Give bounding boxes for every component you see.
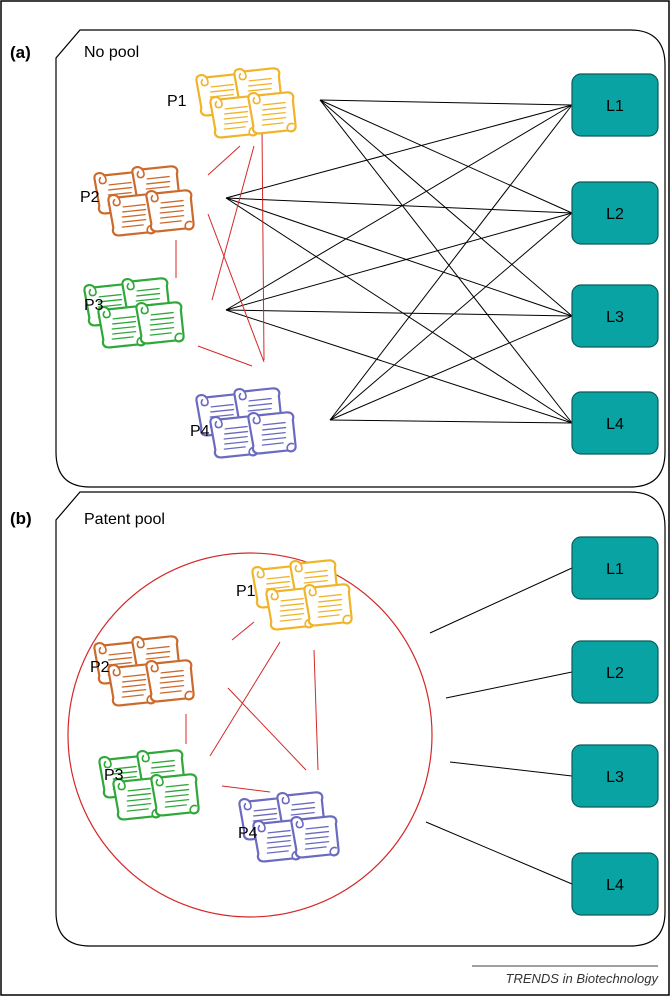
- licensee-label: L1: [606, 98, 624, 115]
- patent-link-p1-p4: [261, 127, 265, 361]
- panel-b-letter: (b): [10, 509, 32, 528]
- licensee-l2: L2: [571, 640, 659, 704]
- licensee-l4: L4: [571, 852, 659, 916]
- license-link-p4-l3: [329, 315, 573, 421]
- patent-link-p1-p4: [313, 649, 319, 771]
- patent-p4: P4: [190, 383, 298, 461]
- license-link-p3-l4: [225, 309, 573, 424]
- licensee-l1: L1: [571, 536, 659, 600]
- license-link-p3-l3: [225, 309, 573, 317]
- licensee-label: L3: [606, 769, 624, 786]
- licensee-box: [571, 284, 659, 348]
- patent-label-p4: P4: [190, 423, 210, 440]
- panel-a-patent-links: [175, 127, 265, 367]
- patent-p1: P1: [167, 63, 298, 141]
- patent-link-p1-p2: [207, 145, 241, 176]
- patent-link-p2-p4: [227, 687, 307, 771]
- patent-p3: P3: [82, 273, 186, 351]
- licensee-box: [571, 852, 659, 916]
- licensee-box: [571, 744, 659, 808]
- license-link-p1-l4: [319, 99, 573, 424]
- licensee-label: L3: [606, 309, 624, 326]
- patent-link-p1-p3: [211, 145, 255, 301]
- license-link-p3-l2: [225, 212, 573, 311]
- licensee-label: L1: [606, 561, 624, 578]
- licensee-l3: L3: [571, 744, 659, 808]
- licensee-box: [571, 536, 659, 600]
- licensee-label: L2: [606, 206, 624, 223]
- license-link-p2-l4: [225, 197, 573, 424]
- license-link-pool-l4: [425, 821, 573, 885]
- patent-label-p4: P4: [238, 825, 258, 842]
- panel-a-license-links: [225, 99, 573, 424]
- patent-link-p2-p4: [207, 213, 265, 363]
- licensee-box: [571, 640, 659, 704]
- footer-source: TRENDS in Biotechnology: [506, 971, 660, 986]
- patent-p2: P2: [90, 631, 196, 709]
- patent-p2: P2: [80, 161, 196, 239]
- licensee-label: L4: [606, 416, 624, 433]
- patent-link-p3-p4: [197, 345, 253, 367]
- patent-link-p1-p2: [231, 621, 255, 641]
- panel-b-border: [55, 491, 666, 947]
- panel-b-title: Patent pool: [84, 511, 165, 528]
- panel-b-license-links: [425, 567, 573, 885]
- license-link-p4-l1: [329, 104, 573, 421]
- patent-link-p3-p4: [221, 785, 271, 793]
- license-link-p4-l4: [329, 419, 573, 424]
- license-link-p1-l1: [319, 99, 573, 106]
- licensee-box: [571, 181, 659, 245]
- patent-label-p2: P2: [80, 189, 100, 206]
- license-link-p3-l1: [225, 104, 573, 311]
- license-link-p2-l1: [225, 104, 573, 199]
- patent-label-p1: P1: [236, 583, 256, 600]
- license-link-pool-l3: [449, 761, 573, 777]
- patent-label-p1: P1: [167, 93, 187, 110]
- licensee-l3: L3: [571, 284, 659, 348]
- licensee-box: [571, 73, 659, 137]
- panel-a-border: [55, 29, 666, 488]
- license-link-pool-l1: [429, 567, 573, 634]
- licensee-box: [571, 391, 659, 455]
- panel-a-letter: (a): [10, 43, 31, 62]
- licensee-l1: L1: [571, 73, 659, 137]
- patent-label-p2: P2: [90, 659, 110, 676]
- licensee-l4: L4: [571, 391, 659, 455]
- licensee-label: L2: [606, 665, 624, 682]
- license-link-p1-l2: [319, 99, 573, 214]
- licensee-l2: L2: [571, 181, 659, 245]
- license-link-pool-l2: [445, 671, 573, 699]
- license-link-p2-l3: [225, 197, 573, 317]
- license-link-p4-l2: [329, 212, 573, 421]
- pool-circle: [67, 552, 433, 918]
- license-link-p2-l2: [225, 197, 573, 214]
- patent-link-p1-p3: [209, 641, 281, 757]
- patent-p1: P1: [236, 555, 354, 633]
- patent-label-p3: P3: [104, 767, 124, 784]
- panel-a-title: No pool: [84, 44, 139, 61]
- patent-p3: P3: [97, 745, 201, 823]
- patent-p4: P4: [237, 787, 341, 865]
- panel-b-patent-links: [185, 621, 319, 793]
- patent-label-p3: P3: [84, 297, 104, 314]
- licensee-label: L4: [606, 877, 624, 894]
